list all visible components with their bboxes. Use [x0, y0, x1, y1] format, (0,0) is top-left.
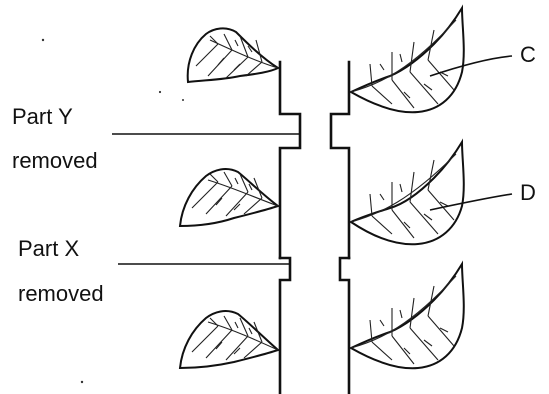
right-leaf-bottom [348, 260, 465, 370]
part-x-label: Part X [18, 236, 80, 261]
part-y-status: removed [12, 148, 98, 173]
part-y-label: Part Y [12, 104, 73, 129]
leaf-c [348, 4, 465, 114]
left-stem [278, 60, 302, 394]
leaf-d-pointer [429, 193, 513, 211]
left-leaf-bottom [178, 310, 280, 370]
left-leaf-top [186, 27, 281, 84]
leaf-c-label: C [520, 42, 536, 67]
leaf-d-label: D [520, 180, 536, 205]
leaf-c-pointer [429, 55, 513, 77]
leaf-d [348, 138, 465, 246]
right-stem [329, 60, 351, 394]
left-leaf-middle [178, 168, 281, 228]
part-x-status: removed [18, 281, 104, 306]
